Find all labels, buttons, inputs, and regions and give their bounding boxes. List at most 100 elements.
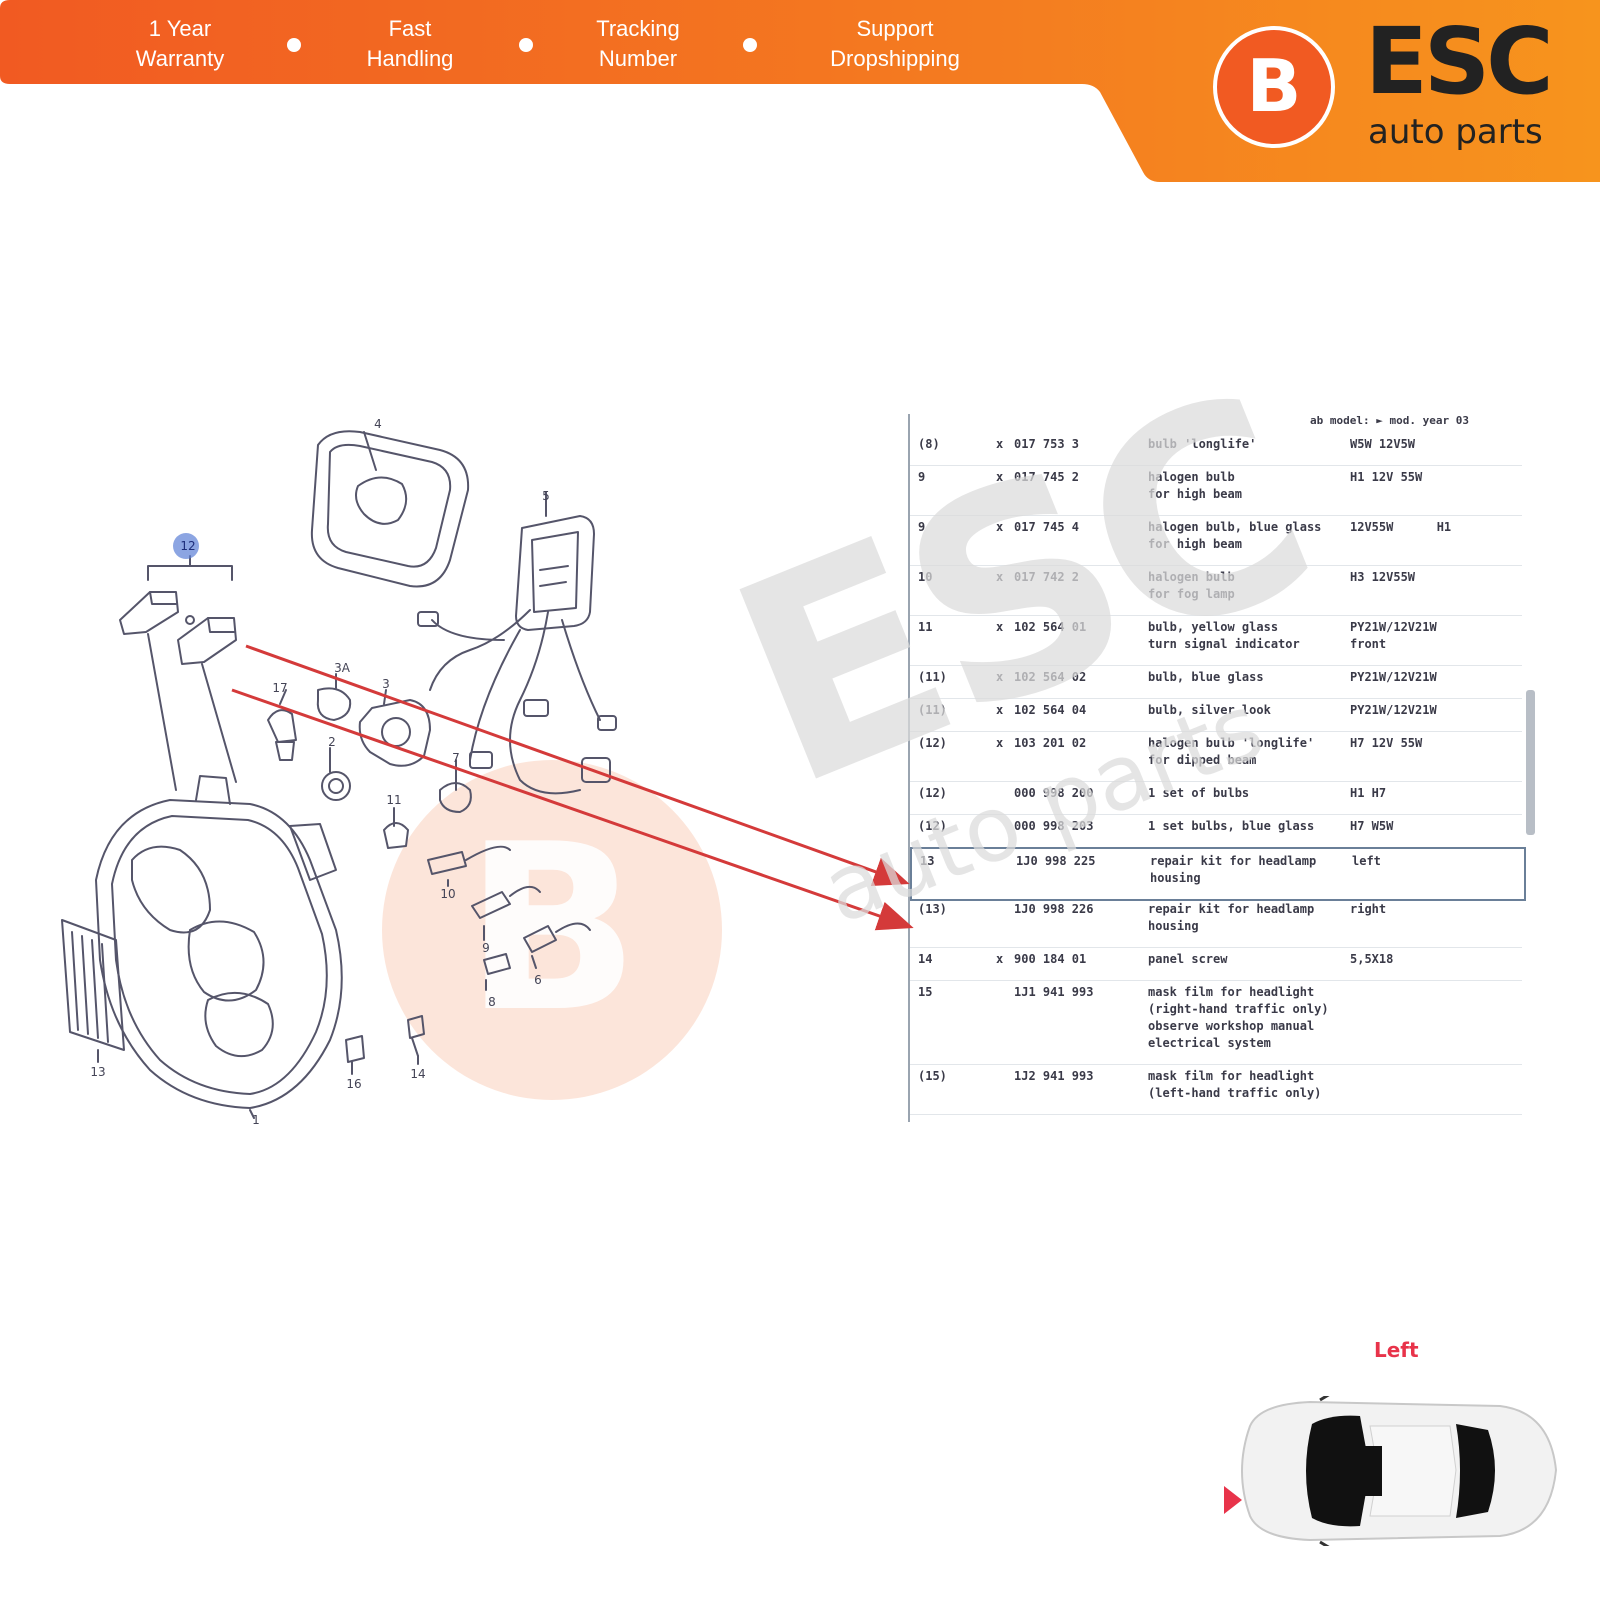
callout-9: 9 <box>482 941 490 955</box>
top-banner <box>0 0 1600 182</box>
callout-10: 10 <box>440 887 455 901</box>
row-position: (15) <box>918 1069 947 1083</box>
part-clip-16 <box>345 1035 365 1063</box>
table-header: ab model: ► mod. year 03 <box>1310 414 1469 427</box>
part-headlamp-housing <box>95 799 343 1109</box>
row-position: (8) <box>918 437 940 451</box>
callout-5: 5 <box>542 489 550 503</box>
part-bulb-10 <box>427 851 467 875</box>
feature-dropshipping: Support Dropshipping <box>800 14 990 74</box>
feature-handling-line1: Fast <box>388 16 432 41</box>
row-mark: x <box>996 736 1004 750</box>
row-mark: x <box>996 703 1004 717</box>
part-screw-14 <box>407 1015 425 1057</box>
row-position: 9 <box>918 470 926 484</box>
callout-2: 2 <box>328 735 336 749</box>
table-scrollbar[interactable] <box>1526 690 1535 835</box>
feature-warranty-line1: 1 Year <box>148 16 212 41</box>
row-spec: H7 W5W <box>1350 819 1394 833</box>
row-description: halogen bulb, blue glass for high beam <box>1148 520 1322 551</box>
row-part-number: 017 745 4 <box>1014 520 1080 534</box>
row-part-number: 000 998 200 <box>1014 786 1094 800</box>
part-bulb-8 <box>483 953 511 975</box>
banner-separator-dot <box>519 38 533 52</box>
part-grille-13 <box>61 919 125 1051</box>
row-position: (12) <box>918 736 947 750</box>
row-part-number: 017 742 2 <box>1014 570 1080 584</box>
part-bulb-11 <box>383 822 409 849</box>
parts-table: ab model: ► mod. year 03 (8) x 017 753 3 bu… <box>908 414 1530 1122</box>
feature-dropshipping-line1: Support <box>856 16 934 41</box>
side-pointer-icon <box>1224 1486 1242 1514</box>
table-row: 13 1J0 998 225 repair kit for headlamp hou… <box>910 847 1526 901</box>
row-mark: x <box>996 470 1004 484</box>
row-part-number: 1J2 941 993 <box>1014 1069 1094 1083</box>
row-part-number: 017 745 2 <box>1014 470 1080 484</box>
row-spec: PY21W/12V21W <box>1350 703 1437 717</box>
callout-3: 3 <box>382 677 390 691</box>
row-position: (12) <box>918 819 947 833</box>
table-row: (15) 1J2 941 993 mask film for headlight (… <box>910 1064 1522 1115</box>
feature-tracking: Tracking Number <box>568 14 708 74</box>
callout-1: 1 <box>252 1113 260 1127</box>
row-description: bulb, silver look <box>1148 703 1271 717</box>
row-part-number: 1J0 998 225 <box>1016 854 1096 868</box>
row-description: halogen bulb 'longlife' for dipped beam <box>1148 736 1315 767</box>
row-position: (11) <box>918 670 947 684</box>
callout-3A: 3A <box>334 661 351 675</box>
table-row: (12) x 103 201 02 halogen bulb 'longlife' f… <box>910 731 1522 782</box>
row-mark: x <box>996 620 1004 634</box>
part-connector-housing <box>515 515 595 631</box>
row-spec: H3 12V55W <box>1350 570 1416 584</box>
row-part-number: 900 184 01 <box>1014 952 1087 966</box>
callout-17: 17 <box>272 681 287 695</box>
row-mark: x <box>996 952 1004 966</box>
row-description: 1 set of bulbs <box>1148 786 1250 800</box>
row-spec: 5,5X18 <box>1350 952 1394 966</box>
row-position: (11) <box>918 703 947 717</box>
row-description: repair kit for headlamp housing <box>1150 854 1317 885</box>
row-position: 13 <box>920 854 935 868</box>
arrow-to-bracket-upper <box>245 644 910 886</box>
row-spec: PY21W/12V21W <box>1350 670 1437 684</box>
row-mark: x <box>996 570 1004 584</box>
row-position: 14 <box>918 952 933 966</box>
watermark-badge-letter: B <box>464 796 640 1063</box>
feature-tracking-line1: Tracking <box>596 16 680 41</box>
row-description: halogen bulb for fog lamp <box>1148 570 1235 601</box>
row-part-number: 1J1 941 993 <box>1014 985 1094 999</box>
callout-12: 12 <box>180 539 195 553</box>
row-description: bulb, yellow glass turn signal indicator <box>1148 620 1300 651</box>
row-description: repair kit for headlamp housing <box>1148 902 1315 933</box>
callout-8: 8 <box>488 995 496 1009</box>
part-wiring-harness <box>429 609 601 795</box>
row-mark: x <box>996 437 1004 451</box>
row-position: (13) <box>918 902 947 916</box>
row-part-number: 103 201 02 <box>1014 736 1087 750</box>
row-spec: PY21W/12V21W front <box>1350 620 1437 651</box>
row-description: mask film for headlight (left-hand traff… <box>1148 1069 1322 1100</box>
logo-badge: B <box>1213 26 1335 148</box>
row-spec: left <box>1352 854 1381 868</box>
row-spec: 12V55W H1 <box>1350 520 1452 534</box>
row-position: 15 <box>918 985 933 999</box>
feature-warranty-line2: Warranty <box>135 46 225 71</box>
feature-handling-line2: Handling <box>366 46 454 71</box>
feature-dropshipping-line2: Dropshipping <box>830 46 960 71</box>
part-holder-3A <box>316 687 352 721</box>
row-description: 1 set bulbs, blue glass <box>1148 819 1315 833</box>
row-spec: right <box>1350 902 1387 916</box>
feature-tracking-line2: Number <box>598 46 678 71</box>
logo-wordmark: ESC <box>1365 8 1554 115</box>
row-mark: x <box>996 520 1004 534</box>
row-part-number: 017 753 3 <box>1014 437 1080 451</box>
feature-handling: Fast Handling <box>340 14 480 74</box>
part-bulb-6 <box>523 925 557 953</box>
